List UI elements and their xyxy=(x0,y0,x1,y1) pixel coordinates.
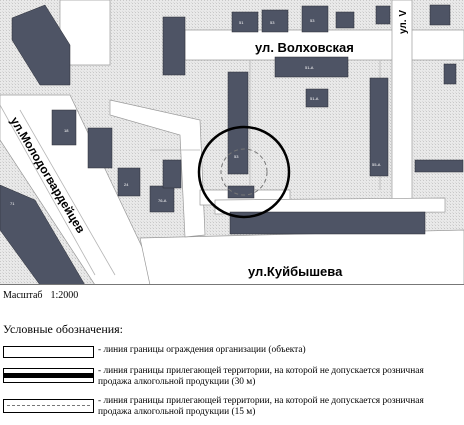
street-label-volkhovskaya: ул. Волховская xyxy=(255,40,354,55)
building-far-right-c xyxy=(414,159,464,173)
legend-text-30m: - линия границы прилегающей территории, … xyxy=(98,366,424,387)
legend-text-15m: - линия границы прилегающей территории, … xyxy=(98,396,424,417)
legend-item-fence: - линия границы ограждения организации (… xyxy=(3,342,464,364)
building-bottom-left xyxy=(0,184,86,285)
scale-value: 1:2000 xyxy=(50,290,79,301)
roads xyxy=(0,0,464,285)
building-numbers: 51 53 53 53 51-А 51-А 55-А 18 24 76-А 71 xyxy=(10,18,381,206)
building-number: 53 xyxy=(234,154,239,159)
legend-item-30m: - линия границы прилегающей территории, … xyxy=(3,366,464,392)
building-small-center xyxy=(305,88,329,108)
legend-swatch-fence xyxy=(3,346,94,358)
legend-swatch-15m xyxy=(3,399,94,413)
legend-title: Условные обозначения: xyxy=(3,322,124,336)
building-number: 51-А xyxy=(310,96,319,101)
building-number: 76-А xyxy=(158,198,167,203)
building-number: 53 xyxy=(310,18,315,23)
buildings xyxy=(0,4,464,285)
building-near-circle xyxy=(227,185,255,199)
boundary-30m-circle xyxy=(197,125,291,219)
building-top-4 xyxy=(335,11,355,29)
street-label-top-right: ул. V xyxy=(398,10,409,34)
building-far-right-b xyxy=(429,4,451,26)
building-long-kuibysheva xyxy=(229,211,426,235)
building-far-right-a xyxy=(443,63,457,85)
building-number: 18 xyxy=(64,128,69,133)
building-number: 55-А xyxy=(372,162,381,167)
boundary-15m-circle xyxy=(220,148,268,196)
building-top-3 xyxy=(301,5,329,33)
building-number: 24 xyxy=(124,182,129,187)
building-long-volkhovskaya xyxy=(274,56,349,78)
building-left-d xyxy=(149,185,175,213)
building-top-5 xyxy=(375,5,391,25)
building-top-2 xyxy=(261,9,289,33)
scale-label: Масштаб xyxy=(3,290,43,301)
building-number: 51 xyxy=(239,20,244,25)
building-left-a xyxy=(51,109,77,146)
building-top-left xyxy=(11,4,71,86)
scale-block: Масштаб 1:2000 xyxy=(3,290,78,301)
legend-item-15m: - линия границы прилегающей территории, … xyxy=(3,396,464,422)
building-vertical-main xyxy=(227,71,249,175)
building-number: 51-А xyxy=(305,65,314,70)
building-top-center xyxy=(162,16,186,76)
building-left-c xyxy=(117,167,141,197)
legend-text-fence: - линия границы ограждения организации (… xyxy=(98,345,306,355)
legend-swatch-30m xyxy=(3,368,94,383)
building-vertical-right xyxy=(369,77,389,177)
building-number: 71 xyxy=(10,201,15,206)
building-top-1 xyxy=(231,11,259,33)
building-left-b xyxy=(87,127,113,169)
site-map: 51 53 53 53 51-А 51-А 55-А 18 24 76-А 71… xyxy=(0,0,464,285)
building-left-e xyxy=(162,159,182,189)
street-label-kuibysheva: ул.Куйбышева xyxy=(248,264,343,279)
building-number: 53 xyxy=(270,20,275,25)
